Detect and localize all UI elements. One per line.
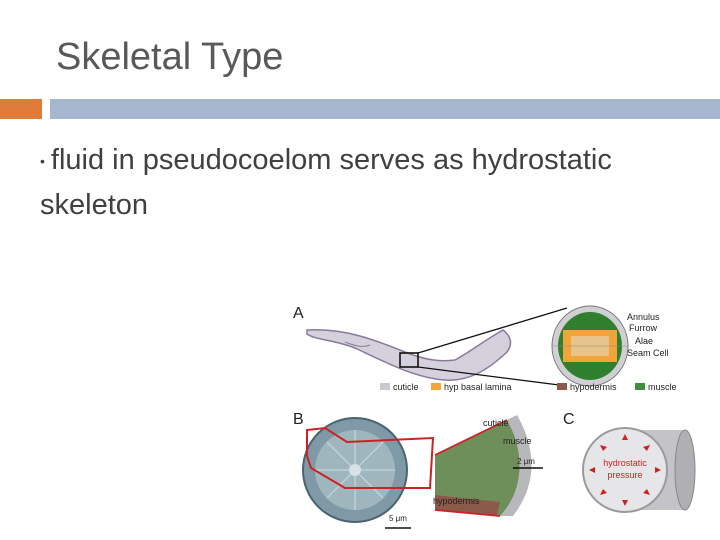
legend-muscle: muscle bbox=[648, 382, 677, 392]
bullet-item: •fluid in pseudocoelom serves as hydrost… bbox=[40, 138, 680, 227]
seam-cell-label: Seam Cell bbox=[627, 348, 669, 358]
accent-bar-orange bbox=[0, 99, 42, 119]
furrow-label: Furrow bbox=[629, 323, 658, 333]
muscle-b-label: muscle bbox=[503, 436, 532, 446]
pressure-label-2: pressure bbox=[607, 470, 642, 480]
zoom-line-top bbox=[417, 307, 568, 354]
tem-sector bbox=[434, 415, 532, 517]
legend-swatch-cuticle bbox=[380, 383, 390, 390]
cross-section-b bbox=[302, 417, 408, 523]
legend-basal-lamina: hyp basal lamina bbox=[444, 382, 512, 392]
zoom-box bbox=[399, 352, 419, 368]
legend-cuticle: cuticle bbox=[393, 382, 419, 392]
bullet-text: fluid in pseudocoelom serves as hydrosta… bbox=[40, 144, 612, 222]
worm-pharynx bbox=[344, 341, 371, 347]
panel-c-label: C bbox=[563, 411, 575, 428]
accent-bar-blue bbox=[50, 99, 720, 119]
scale-small-label: 2 μm bbox=[517, 457, 535, 466]
hypodermis-b-label: hypodermis bbox=[433, 496, 480, 506]
zoom-outline-red bbox=[306, 426, 435, 489]
bullet-icon: • bbox=[40, 153, 45, 170]
legend-hypodermis: hypodermis bbox=[570, 382, 617, 392]
panel-a-label: A bbox=[293, 305, 304, 322]
legend-swatch-hypodermis bbox=[557, 383, 567, 390]
zoom-line-bottom bbox=[417, 366, 568, 387]
figure-svg: A Annulus Furrow Alae Seam Cell cuticle … bbox=[293, 305, 696, 529]
alae-label: Alae bbox=[635, 336, 653, 346]
panel-b-label: B bbox=[293, 411, 304, 428]
scale-large-label: 5 μm bbox=[389, 514, 407, 523]
legend-swatch-basal-lamina bbox=[431, 383, 441, 390]
pressure-label-1: hydrostatic bbox=[603, 458, 647, 468]
slide-title: Skeletal Type bbox=[56, 36, 284, 78]
annulus-label: Annulus bbox=[627, 312, 660, 322]
cross-section-a bbox=[551, 305, 629, 387]
cuticle-b-label: cuticle bbox=[483, 418, 509, 428]
nematode-figure: A Annulus Furrow Alae Seam Cell cuticle … bbox=[285, 290, 715, 535]
worm-body bbox=[306, 329, 512, 381]
pressure-cylinder bbox=[582, 427, 696, 513]
legend-swatch-muscle bbox=[635, 383, 645, 390]
legend: cuticle hyp basal lamina hypodermis musc… bbox=[380, 382, 677, 392]
